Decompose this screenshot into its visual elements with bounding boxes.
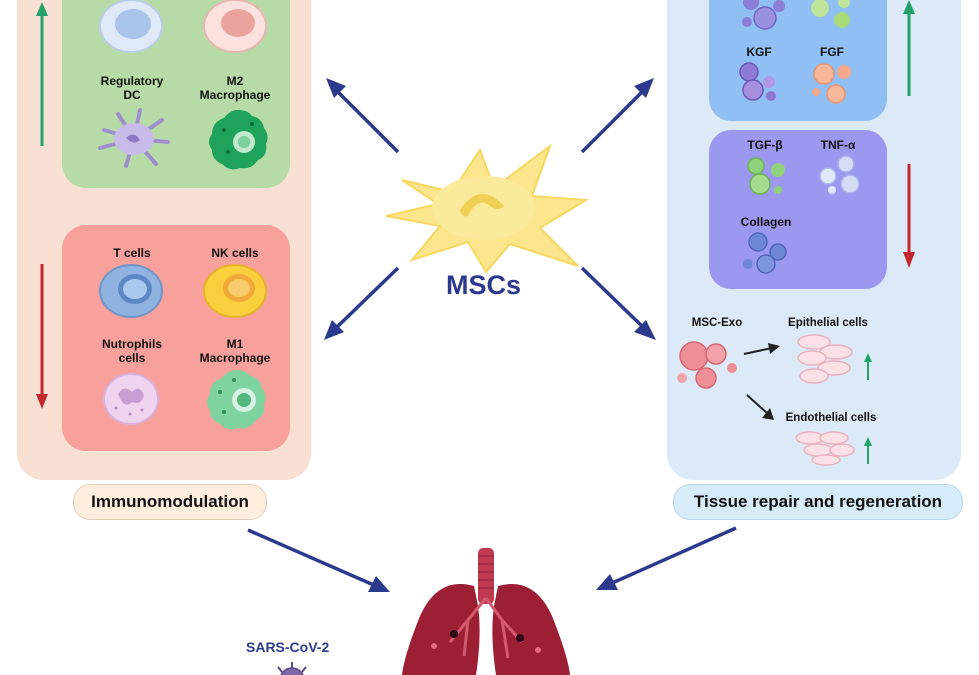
msc-exo-label: MSC-Exo — [691, 317, 743, 329]
t-cells-label: T cells — [113, 246, 151, 260]
lungs-icon — [402, 548, 570, 675]
nk-cells-label: NK cells — [211, 246, 259, 260]
factor-cluster-top-right — [811, 0, 850, 28]
collagen-icon — [743, 232, 787, 274]
dendritic-cell-icon — [98, 108, 170, 168]
regulatory-dc-label: Regulatory DC — [100, 74, 164, 102]
tgf-beta-label: TGF-β — [747, 138, 783, 152]
up-trend-arrow-left — [36, 2, 48, 146]
fgf-icon — [812, 63, 851, 104]
immunomodulation-title: Immunomodulation — [73, 484, 267, 520]
virus-icon — [277, 662, 307, 675]
neutrophils-label: Nutrophils cells — [102, 337, 162, 365]
sars-cov-2-label: SARS-CoV-2 — [246, 639, 330, 655]
nk-cell-icon — [203, 264, 267, 318]
endothelial-cells-label: Endothelial cells — [785, 412, 877, 424]
endothelial-cells-icon — [795, 431, 855, 466]
epithelial-up-arrow — [864, 353, 872, 380]
tgf-beta-icon — [747, 157, 785, 195]
kgf-icon — [739, 62, 776, 101]
epithelial-cells-icon — [797, 334, 853, 384]
up-trend-arrow-right — [903, 0, 915, 96]
tnf-alpha-label: TNF-α — [820, 138, 856, 152]
t-cell-icon — [99, 264, 163, 318]
m1-macrophage-icon — [207, 370, 266, 430]
arrow-immune-to-lungs — [247, 528, 390, 592]
msc-label: MSCs — [446, 270, 522, 300]
tissue-repair-title: Tissue repair and regeneration — [673, 484, 963, 520]
arrow-to-repair-up — [580, 78, 654, 154]
m2-macrophage-icon — [209, 110, 268, 170]
msc-cell-icon — [385, 143, 590, 274]
down-trend-arrow-right — [903, 164, 915, 268]
cell-icon-top-right — [203, 0, 267, 53]
upregulated-factors-box — [709, 0, 887, 121]
arrow-to-repair-down — [580, 266, 656, 340]
exo-to-endothelial-arrow — [746, 394, 774, 420]
kgf-label: KGF — [746, 45, 772, 59]
fgf-label: FGF — [820, 45, 844, 59]
m1-macrophage-label: M1 Macrophage — [199, 337, 271, 365]
downregulated-factors-box — [709, 130, 887, 289]
arrow-repair-to-lungs — [596, 526, 737, 590]
arrow-to-immune-down — [324, 266, 400, 340]
arrow-to-immune-up — [326, 78, 400, 154]
down-trend-arrow-left — [36, 264, 48, 409]
epithelial-cells-label: Epithelial cells — [788, 317, 868, 329]
tnf-alpha-icon — [819, 155, 860, 194]
cell-icon-top-left — [99, 0, 163, 53]
factor-cluster-top-left — [742, 0, 785, 30]
m2-macrophage-label: M2 Macrophage — [199, 74, 271, 102]
endothelial-up-arrow — [864, 437, 872, 464]
exo-to-epithelial-arrow — [743, 343, 780, 355]
collagen-label: Collagen — [740, 215, 792, 229]
neutrophil-icon — [103, 373, 159, 425]
msc-exo-icon — [677, 341, 737, 389]
